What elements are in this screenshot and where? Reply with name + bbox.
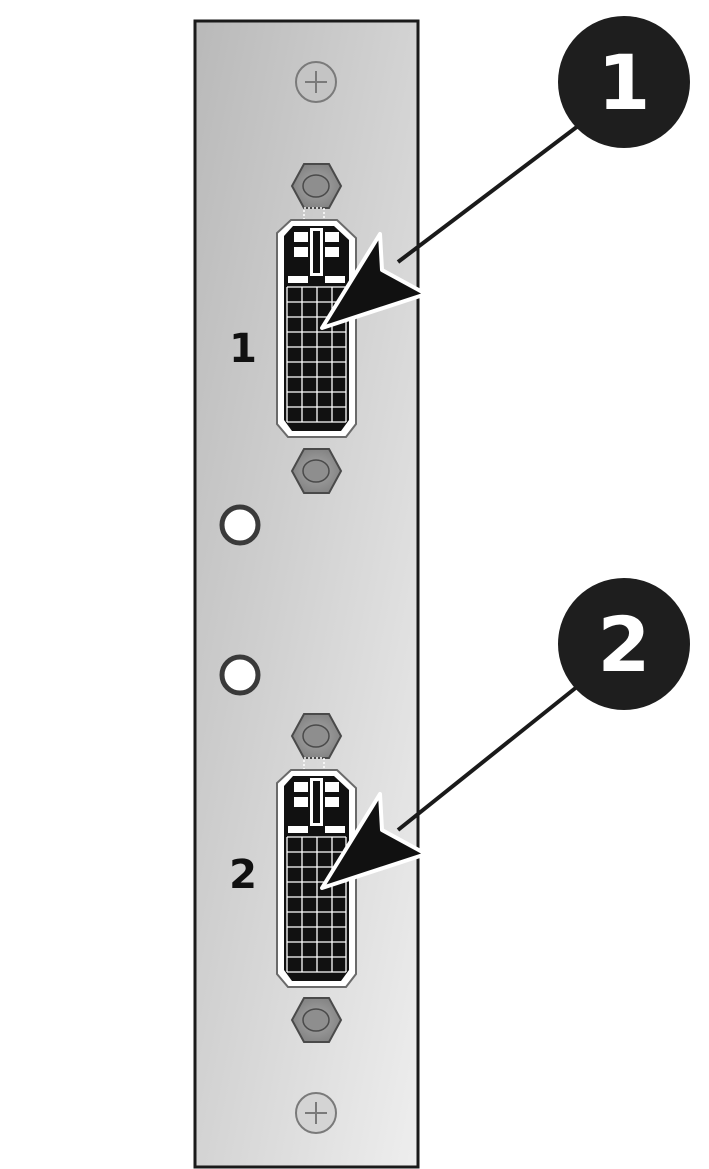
callout-arrow-icon bbox=[320, 232, 428, 330]
callout-2-leader bbox=[396, 684, 580, 832]
callout-1-leader bbox=[396, 124, 580, 264]
dvi-pin-grid bbox=[286, 836, 347, 973]
callout-1: 1 bbox=[558, 16, 690, 148]
hex-standoff-icon bbox=[290, 163, 343, 209]
dvi-connector-1 bbox=[276, 219, 357, 438]
dvi-key-icon bbox=[294, 228, 339, 276]
top-screw-icon bbox=[295, 61, 337, 103]
callout-arrow-icon bbox=[320, 792, 428, 890]
hex-standoff-icon bbox=[290, 448, 343, 494]
callout-1-number: 1 bbox=[598, 38, 651, 127]
hex-standoff-icon bbox=[290, 997, 343, 1043]
dvi-connector-2 bbox=[276, 769, 357, 988]
led-indicator-icon bbox=[219, 504, 261, 546]
callout-2-number: 2 bbox=[598, 600, 651, 689]
callout-2: 2 bbox=[558, 578, 690, 710]
led-indicator-icon bbox=[219, 654, 261, 696]
port-label-2: 2 bbox=[229, 852, 257, 898]
hex-standoff-icon bbox=[290, 713, 343, 759]
port-label-1: 1 bbox=[229, 326, 257, 372]
dvi-key-icon bbox=[294, 778, 339, 826]
bottom-screw-icon bbox=[295, 1092, 337, 1134]
